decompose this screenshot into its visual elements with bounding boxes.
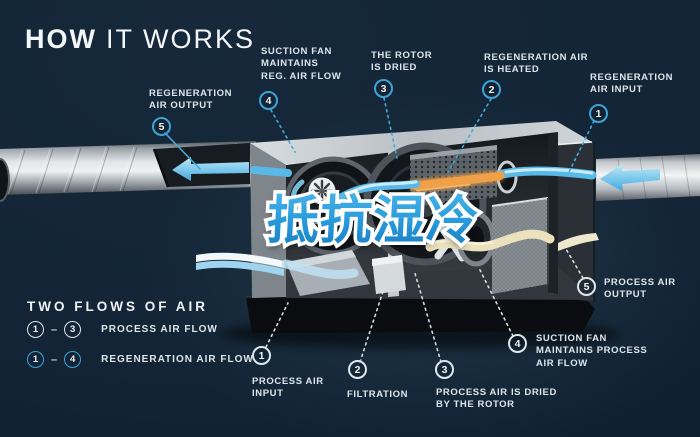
- fan-impeller-icon: [308, 177, 336, 205]
- callout-circle-process-output: 5: [577, 277, 596, 296]
- right-duct: [0, 154, 700, 202]
- legend-regen-label: REGENERATION AIR FLOW: [101, 354, 254, 365]
- process-in-arrow: [196, 252, 284, 268]
- page-title: HOW IT WORKS: [25, 24, 255, 55]
- callout-label-suction-reg: SUCTION FAN MAINTAINS REG. AIR FLOW: [261, 46, 342, 82]
- watermark-text: 抵抗湿冷: [256, 190, 489, 252]
- regeneration-out-arrow: [172, 157, 249, 181]
- callout-circle-regen-output: 5: [152, 117, 171, 136]
- title-it-works: IT WORKS: [105, 24, 255, 54]
- callout-circle-regen-heated: 2: [482, 80, 501, 99]
- callout-label-suction-process: SUCTION FAN MAINTAINS PROCESS AIR FLOW: [536, 333, 648, 369]
- callout-label-regen-heated: REGENERATION AIR IS HEATED: [484, 52, 589, 76]
- legend-dash: –: [51, 323, 58, 336]
- callout-label-process-output: PROCESS AIR OUTPUT: [604, 277, 676, 301]
- callout-circle-suction-process: 4: [508, 334, 527, 353]
- legend-row-regeneration: 1 – 4 REGENERATION AIR FLOW: [27, 351, 254, 368]
- callout-label-process-dried: PROCESS AIR IS DRIED BY THE ROTOR: [436, 387, 557, 411]
- legend-process-from: 1: [27, 321, 44, 338]
- legend-regen-from: 1: [27, 351, 44, 368]
- watermark: 抵抗湿冷 抵抗湿冷: [256, 188, 489, 255]
- legend-regen-to: 4: [64, 351, 82, 368]
- callout-circle-process-input: 1: [252, 346, 271, 365]
- callout-lines: [164, 97, 595, 363]
- callout-label-regen-output: REGENERATION AIR OUTPUT: [149, 88, 233, 112]
- legend-process-to: 3: [64, 321, 82, 338]
- callout-circle-regen-input: 1: [589, 104, 608, 123]
- legend-row-process: 1 – 3 PROCESS AIR FLOW: [27, 321, 218, 338]
- callout-label-process-input: PROCESS AIR INPUT: [252, 376, 324, 400]
- callout-label-regen-input: REGENERATION AIR INPUT: [590, 72, 674, 96]
- heated-flow-segment: [412, 172, 504, 190]
- dried-air-wave: [425, 229, 555, 252]
- process-out-arrow: [558, 233, 599, 251]
- title-how: HOW: [25, 24, 97, 54]
- callout-circle-process-dried: 3: [435, 360, 454, 379]
- left-duct: [0, 141, 256, 195]
- process-flow: [196, 229, 599, 280]
- filter-panel: [491, 197, 549, 294]
- legend-dash: –: [51, 353, 58, 366]
- legend-title: TWO FLOWS OF AIR: [27, 299, 208, 314]
- callout-label-filtration: FILTRATION: [347, 389, 409, 400]
- callout-circle-rotor-dried: 3: [374, 79, 393, 98]
- legend-process-label: PROCESS AIR FLOW: [101, 324, 218, 335]
- regeneration-in-arrow: [600, 164, 660, 191]
- callout-label-rotor-dried: THE ROTOR IS DRIED: [371, 50, 433, 74]
- regeneration-flow: [250, 166, 597, 225]
- machine-body: [245, 121, 595, 333]
- callout-circle-filtration: 2: [348, 360, 367, 379]
- callout-circle-suction-reg: 4: [259, 91, 278, 110]
- machine-right-wall: [558, 122, 594, 302]
